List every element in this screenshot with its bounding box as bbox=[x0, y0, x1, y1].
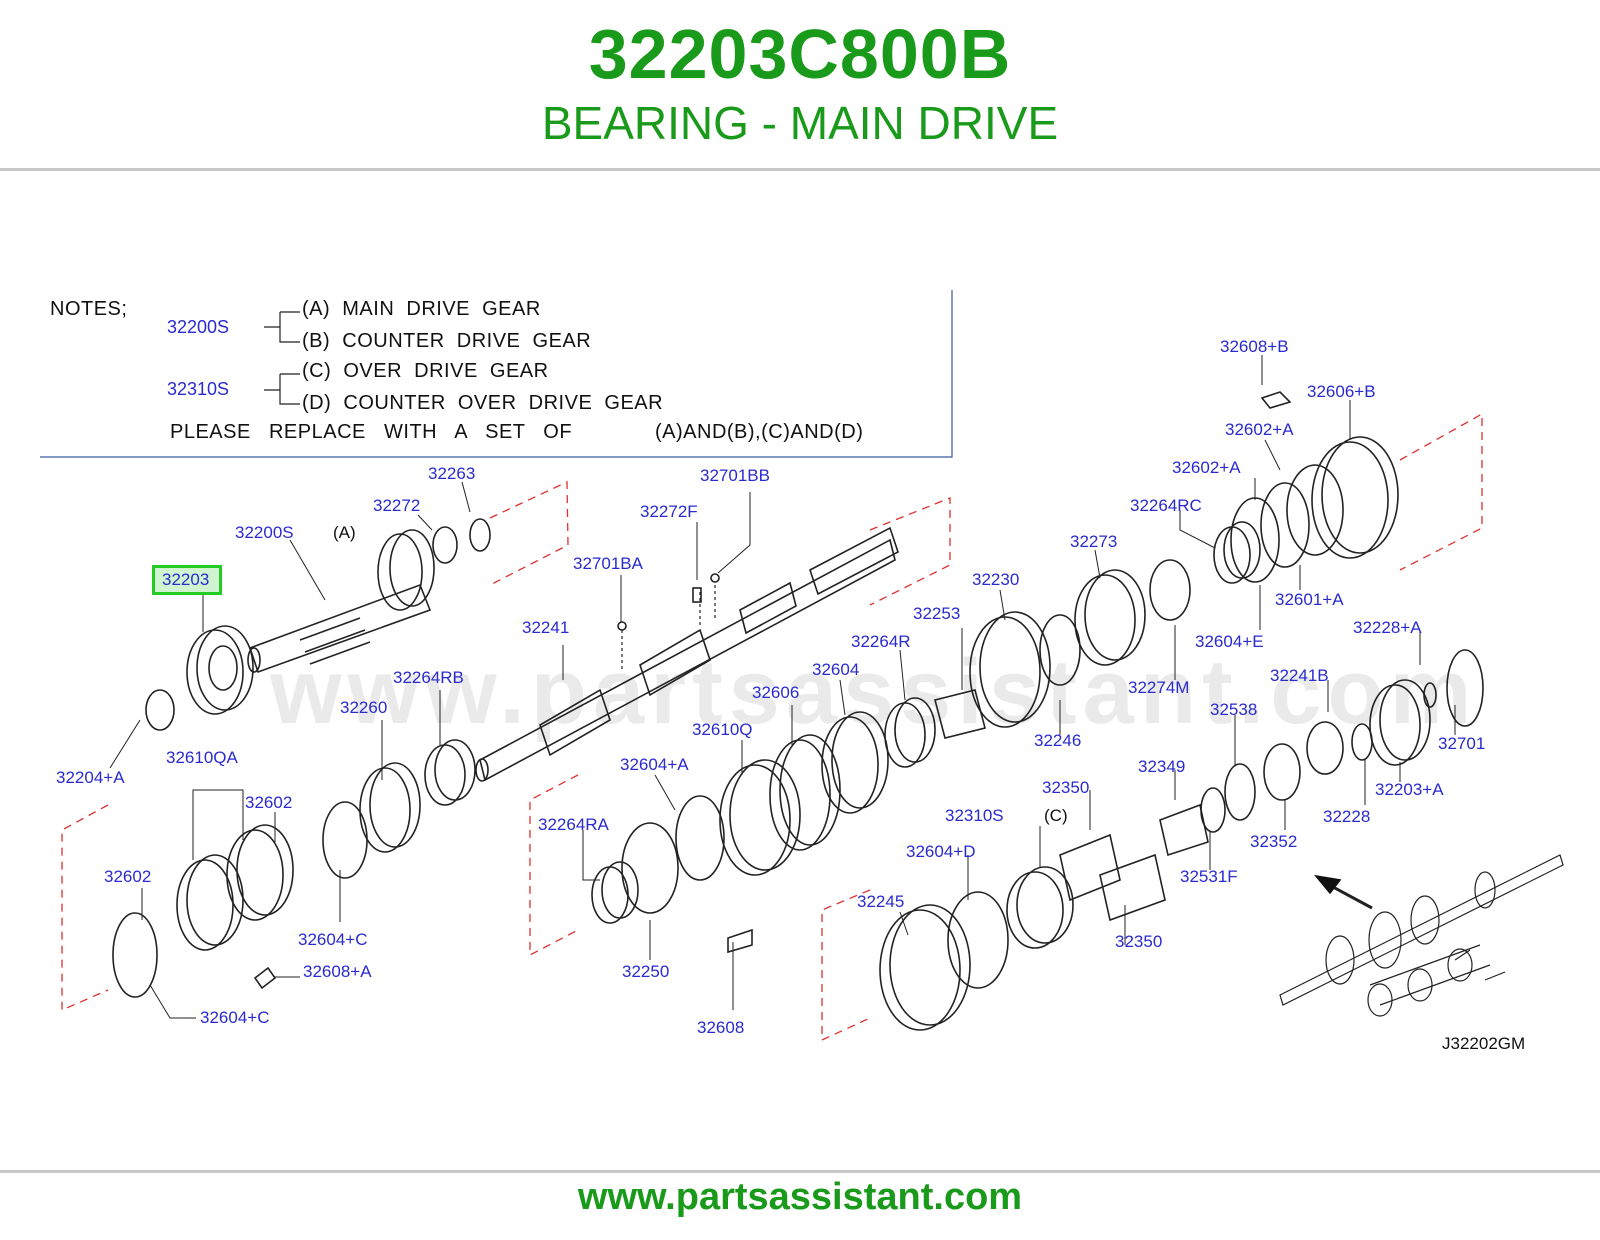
part-label-32608[interactable]: 32608 bbox=[697, 1018, 745, 1037]
part-label-32203[interactable]: 32203 bbox=[162, 570, 210, 589]
part-label-32245[interactable]: 32245 bbox=[857, 892, 905, 911]
part-label-32246[interactable]: 32246 bbox=[1034, 731, 1082, 750]
assembly-thumbnail-drawing bbox=[1279, 854, 1564, 1017]
note-line-b: (B) COUNTER DRIVE GEAR bbox=[302, 330, 592, 352]
footer-website-link[interactable]: www.partsassistant.com bbox=[577, 1176, 1023, 1218]
note-replace-sets: (A)AND(B),(C)AND(D) bbox=[655, 421, 864, 443]
part-label-32604-e[interactable]: 32604+E bbox=[1195, 632, 1264, 651]
part-label-32241b[interactable]: 32241B bbox=[1270, 666, 1329, 685]
part-label-32604-d[interactable]: 32604+D bbox=[906, 842, 976, 861]
part-label-32200s[interactable]: 32200S bbox=[235, 523, 294, 542]
part-label-32350-lower[interactable]: 32350 bbox=[1115, 932, 1163, 951]
part-label-32602-upper[interactable]: 32602 bbox=[245, 793, 293, 812]
part-label-32230[interactable]: 32230 bbox=[972, 570, 1020, 589]
part-label-32610q[interactable]: 32610Q bbox=[692, 720, 753, 739]
notes-ref-32310s[interactable]: 32310S bbox=[167, 379, 230, 399]
part-label-32272f[interactable]: 32272F bbox=[640, 502, 698, 521]
part-label-32604[interactable]: 32604 bbox=[812, 660, 860, 679]
footer-divider bbox=[0, 1170, 1600, 1173]
note-line-a: (A) MAIN DRIVE GEAR bbox=[302, 298, 541, 320]
part-label-32349[interactable]: 32349 bbox=[1138, 757, 1186, 776]
part-label-32264ra[interactable]: 32264RA bbox=[538, 815, 609, 834]
part-label-c: (C) bbox=[1044, 806, 1068, 825]
part-label-32606[interactable]: 32606 bbox=[752, 683, 800, 702]
part-label-32604-c-lower[interactable]: 32604+C bbox=[200, 1008, 270, 1027]
part-label-32203-a[interactable]: 32203+A bbox=[1375, 780, 1444, 799]
current-part-highlight bbox=[152, 565, 222, 595]
part-description: BEARING - MAIN DRIVE bbox=[541, 97, 1059, 149]
part-label-32264rc[interactable]: 32264RC bbox=[1130, 496, 1202, 515]
part-label-32253[interactable]: 32253 bbox=[913, 604, 961, 623]
note-line-c: (C) OVER DRIVE GEAR bbox=[302, 360, 549, 382]
part-number-title: 32203C800B bbox=[588, 15, 1012, 93]
part-label-32602-a-upper[interactable]: 32602+A bbox=[1225, 420, 1294, 439]
part-label-32204-a[interactable]: 32204+A bbox=[56, 768, 125, 787]
main-drive-gear-drawing bbox=[247, 526, 458, 674]
watermark: www.partsassistant.com bbox=[270, 641, 1478, 743]
note-replace-text: PLEASE REPLACE WITH A SET OF bbox=[170, 421, 573, 443]
part-label-32260[interactable]: 32260 bbox=[340, 698, 388, 717]
part-label-32352[interactable]: 32352 bbox=[1250, 832, 1298, 851]
part-label-32272[interactable]: 32272 bbox=[373, 496, 421, 515]
part-label-32250[interactable]: 32250 bbox=[622, 962, 670, 981]
part-label-32274m[interactable]: 32274M bbox=[1128, 678, 1190, 697]
part-label-32263[interactable]: 32263 bbox=[428, 464, 476, 483]
part-label-32604-c-upper[interactable]: 32604+C bbox=[298, 930, 368, 949]
middle-synchro-drawing bbox=[591, 521, 1261, 954]
part-label-32701[interactable]: 32701 bbox=[1438, 734, 1486, 753]
part-label-32531f[interactable]: 32531F bbox=[1180, 867, 1238, 886]
part-label-32241[interactable]: 32241 bbox=[522, 618, 570, 637]
part-label-32310s[interactable]: 32310S bbox=[945, 806, 1004, 825]
part-label-32228-a[interactable]: 32228+A bbox=[1353, 618, 1422, 637]
part-label-32350-upper[interactable]: 32350 bbox=[1042, 778, 1090, 797]
part-label-32602-a-lower[interactable]: 32602+A bbox=[1172, 458, 1241, 477]
part-label-32264r[interactable]: 32264R bbox=[851, 632, 911, 651]
part-label-32701ba[interactable]: 32701BA bbox=[573, 554, 643, 573]
notes-ref-32200s[interactable]: 32200S bbox=[167, 317, 230, 337]
left-synchro-drawing bbox=[112, 739, 476, 998]
part-label-32228[interactable]: 32228 bbox=[1323, 807, 1371, 826]
part-label-32608-a[interactable]: 32608+A bbox=[303, 962, 372, 981]
part-label-32610qa[interactable]: 32610QA bbox=[166, 748, 238, 767]
bearing-32203-drawing bbox=[186, 625, 254, 715]
notes-heading: NOTES; bbox=[50, 298, 128, 320]
part-label-a: (A) bbox=[333, 523, 356, 542]
right-upper-synchro-drawing bbox=[1230, 391, 1399, 583]
part-label-32601-a[interactable]: 32601+A bbox=[1275, 590, 1344, 609]
part-label-32701bb[interactable]: 32701BB bbox=[700, 466, 770, 485]
note-line-d: (D) COUNTER OVER DRIVE GEAR bbox=[302, 392, 664, 414]
part-label-32602-lower[interactable]: 32602 bbox=[104, 867, 152, 886]
right-lower-parts-drawing bbox=[879, 649, 1484, 1031]
part-label-32264rb[interactable]: 32264RB bbox=[393, 668, 464, 687]
diagram-code: J32202GM bbox=[1442, 1034, 1526, 1053]
mainshaft-drawing bbox=[475, 526, 899, 782]
part-label-32538[interactable]: 32538 bbox=[1210, 700, 1258, 719]
part-label-32273[interactable]: 32273 bbox=[1070, 532, 1118, 551]
header-divider bbox=[0, 168, 1600, 171]
part-label-32606-b[interactable]: 32606+B bbox=[1307, 382, 1376, 401]
part-label-32604-a[interactable]: 32604+A bbox=[620, 755, 689, 774]
notes-box-border bbox=[40, 290, 953, 458]
dashed-boundaries bbox=[61, 412, 1483, 1042]
part-label-32608-b[interactable]: 32608+B bbox=[1220, 337, 1289, 356]
leader-lines bbox=[109, 355, 1456, 1019]
